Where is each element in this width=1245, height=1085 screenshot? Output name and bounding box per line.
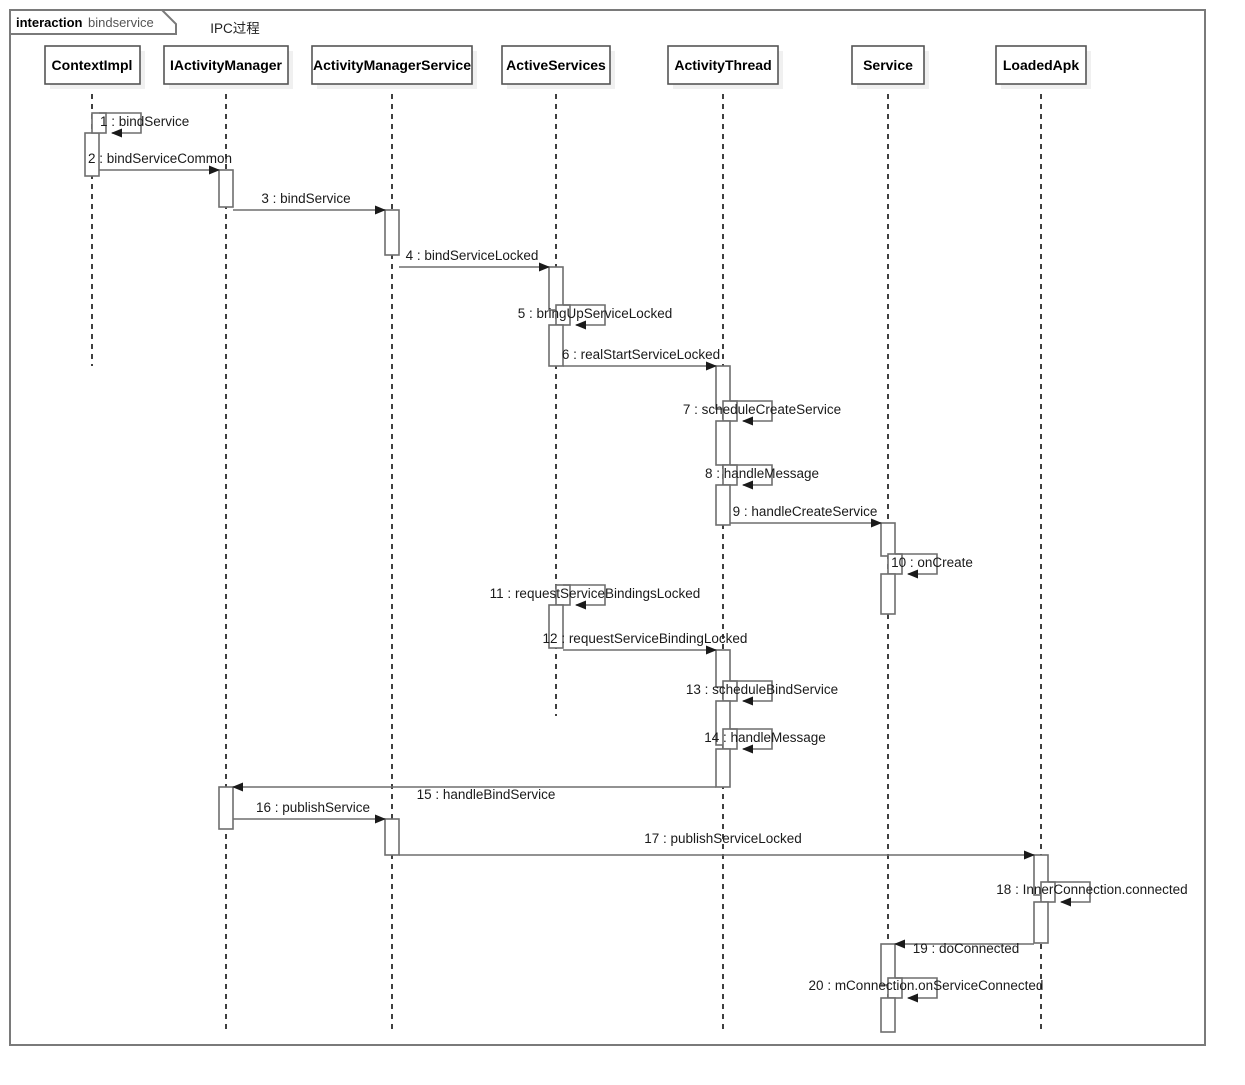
messages-layer: 1 : bindService 2 : bindServiceCommon 3 : … — [88, 112, 1188, 1003]
message-label-10: 10 : onCreate — [891, 555, 973, 570]
message-self-13 — [730, 680, 773, 706]
activation-bar — [715, 420, 731, 466]
activation-bars-layer — [84, 112, 1056, 1033]
message-label-7: 7 : schedule​CreateService — [683, 402, 841, 417]
frame-keyword: interaction — [16, 15, 83, 30]
message-label-18: 18 : InnerConnection.connected — [996, 882, 1187, 897]
message-label-4: 4 : bindServiceLocked — [406, 248, 539, 263]
participant-label-contextimpl: ContextImpl — [52, 57, 133, 73]
participant-box-activeservices[interactable] — [501, 45, 611, 85]
message-label-13: 13 : scheduleBindService — [686, 682, 838, 697]
participant-box-iactivitymanager[interactable] — [163, 45, 289, 85]
message-self-14 — [730, 728, 773, 754]
participant-box-loadedapk[interactable] — [995, 45, 1087, 85]
message-self-1 — [99, 112, 142, 138]
participant-box-ams[interactable] — [311, 45, 473, 85]
activation-bar — [384, 209, 400, 256]
message-label-9: 9 : handleCreateService — [733, 504, 878, 519]
message-label-17: 17 : publishServiceLocked — [644, 831, 802, 846]
participant-box-contextimpl[interactable] — [44, 45, 141, 85]
participant-box-activitythread[interactable] — [667, 45, 779, 85]
message-self-18 — [1048, 881, 1091, 907]
message-label-14: 14 : handleMessage — [704, 730, 826, 745]
activation-bar — [715, 484, 731, 526]
message-label-12: 12 : requestServiceBindingLocked — [543, 631, 748, 646]
message-label-20: 20 : mConnection.onServiceConnected — [809, 978, 1044, 993]
message-label-11: 11 : requestServiceBindingsLocked — [490, 586, 701, 601]
activation-bar — [384, 818, 400, 856]
participant-boxes-layer: ContextImpl IActivityManager ActivityManag… — [44, 45, 1091, 89]
participant-label-ams: ActivityManagerService — [313, 57, 471, 73]
message-self-5 — [563, 304, 606, 330]
activation-bar — [218, 169, 234, 208]
participant-label-activitythread: ActivityThread — [674, 57, 771, 73]
participant-label-iactivitymanager: IActivityManager — [170, 57, 283, 73]
message-label-16: 16 : publishService — [256, 800, 370, 815]
frame-name: bindservice — [88, 15, 154, 30]
participant-label-service: Service — [863, 57, 913, 73]
annotations-layer: IPC过程 — [210, 21, 260, 36]
activation-bar — [880, 522, 896, 557]
activation-bar — [548, 324, 564, 367]
participant-label-loadedapk: LoadedApk — [1003, 57, 1079, 73]
diagram-annotation-0: IPC过程 — [210, 21, 260, 36]
interaction-frame-tab — [9, 9, 177, 35]
message-self-8 — [730, 464, 773, 490]
message-label-2: 2 : bindServiceCommon — [88, 151, 232, 166]
message-label-5: 5 : bringUpServiceLocked — [518, 306, 673, 321]
activation-bar — [548, 604, 564, 649]
message-label-19: 19 : doConnected — [913, 941, 1020, 956]
interaction-frame-border — [9, 9, 1206, 1046]
activation-bar — [880, 997, 896, 1033]
message-self-11 — [563, 584, 606, 610]
activation-bar — [880, 573, 896, 615]
message-label-15: 15 : handleBindService — [417, 787, 556, 802]
message-self-7 — [730, 400, 773, 426]
message-self-10 — [895, 553, 938, 579]
activation-bar — [218, 786, 234, 830]
participant-box-service[interactable] — [851, 45, 925, 85]
message-label-6: 6 : realStartServiceLocked — [562, 347, 720, 362]
message-label-3: 3 : bindService — [261, 191, 350, 206]
interaction-frame: interaction bindservice — [9, 9, 1206, 1046]
activation-bar — [715, 748, 731, 788]
activation-bar — [548, 266, 564, 311]
message-self-20 — [895, 977, 938, 1003]
message-label-1: 1 : bindService — [100, 114, 189, 129]
activation-bar — [1033, 901, 1049, 944]
message-label-8: 8 : handleMessage — [705, 466, 819, 481]
participant-label-activeservices: ActiveServices — [506, 57, 606, 73]
